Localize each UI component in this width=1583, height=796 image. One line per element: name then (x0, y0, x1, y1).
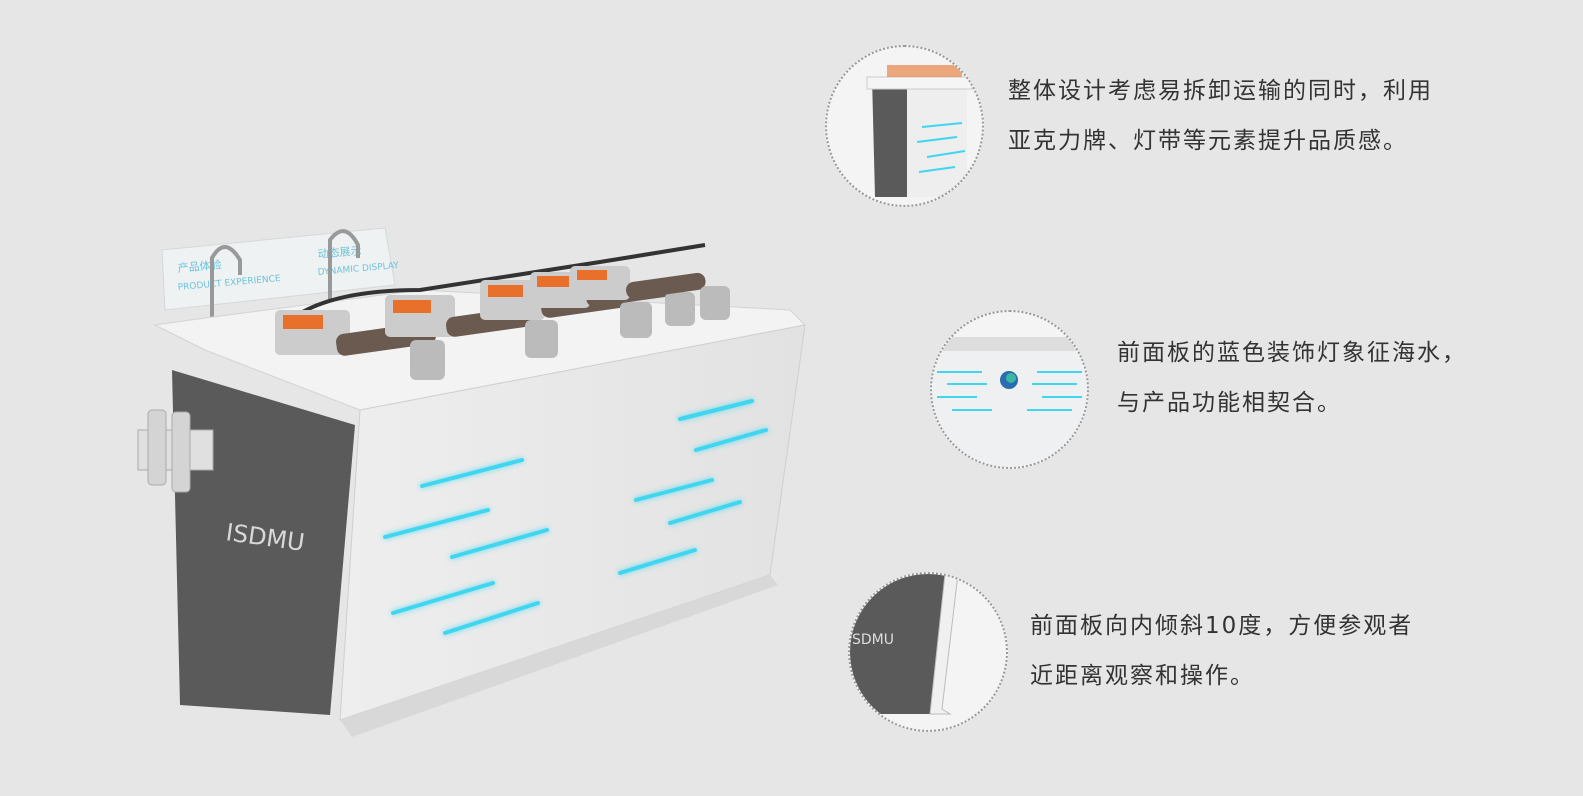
detail-circle-overview (825, 45, 984, 207)
callout-text: 亚克力牌、灯带等元素提升品质感。 (1008, 128, 1408, 154)
detail-circle-tilt: SDMU (848, 572, 1008, 732)
blue-light-strips (383, 399, 768, 635)
faucet-icon (328, 229, 360, 300)
callout-design: 整体设计考虑易拆卸运输的同时，利用 亚克力牌、灯带等元素提升品质感。 (1008, 66, 1433, 166)
svg-text:SDMU: SDMU (852, 632, 894, 648)
callout-text: 前面板的蓝色装饰灯象征海水， (1117, 340, 1467, 366)
callout-lights: 前面板的蓝色装饰灯象征海水， 与产品功能相契合。 (1117, 328, 1467, 428)
callout-text: 近距离观察和操作。 (1030, 663, 1255, 689)
product-units (275, 243, 730, 380)
side-panel (172, 370, 355, 715)
faucet-icon (210, 245, 242, 345)
callout-tilt: 前面板向内倾斜10度，方便参观者 近距离观察和操作。 (1030, 601, 1413, 701)
callout-text: 前面板向内倾斜10度，方便参观者 (1030, 613, 1414, 639)
detail-circle-front-light (930, 310, 1089, 469)
callout-text: 整体设计考虑易拆卸运输的同时，利用 (1008, 78, 1433, 104)
callout-text: 与产品功能相契合。 (1117, 390, 1342, 416)
